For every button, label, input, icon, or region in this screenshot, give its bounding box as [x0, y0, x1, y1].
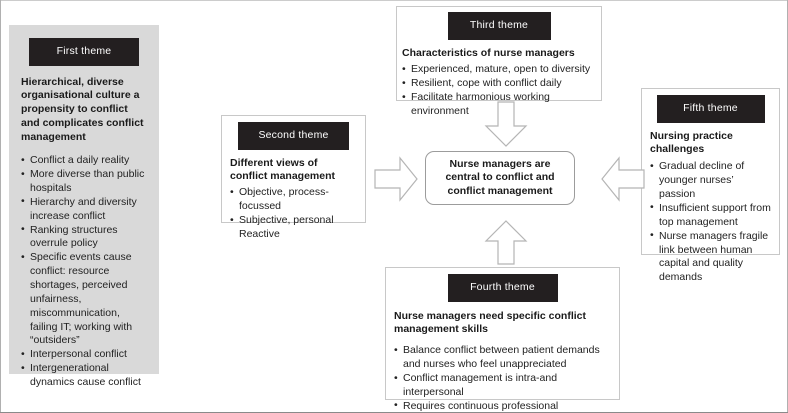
- theme-box-fourth: Fourth theme Nurse managers need specifi…: [385, 267, 620, 413]
- list-item: Conflict a daily reality: [21, 154, 147, 168]
- theme-box-first: First theme Hierarchical, diverse organi…: [9, 25, 159, 388]
- theme-bullets-second: Objective, process-focussed Subjective, …: [230, 186, 357, 241]
- list-item: Specific events cause conflict: resource…: [21, 251, 147, 348]
- theme-bullets-first: Conflict a daily reality More diverse th…: [21, 154, 147, 390]
- theme-box-fifth: Fifth theme Nursing practice challenges …: [641, 88, 780, 283]
- list-item: Subjective, personal Reactive: [230, 214, 357, 242]
- list-item: Intergenerational dynamics cause conflic…: [21, 362, 147, 390]
- list-item: Insufficient support from top management: [650, 201, 771, 230]
- list-item: Hierarchy and diversity increase conflic…: [21, 195, 147, 224]
- list-item: Balance conflict between patient demands…: [394, 344, 611, 372]
- list-item: Interpersonal conflict: [21, 348, 147, 362]
- list-item: Ranking structures overrule policy: [21, 223, 147, 252]
- theme-banner-second: Second theme: [238, 122, 349, 150]
- center-node: Nurse managers are central to conflict a…: [425, 151, 575, 205]
- theme-heading-third: Characteristics of nurse managers: [402, 46, 575, 59]
- list-item: Nurse managers fragile link between huma…: [650, 229, 771, 285]
- arrow-left-icon: [601, 155, 645, 203]
- list-item: Experienced, mature, open to diversity: [402, 63, 596, 77]
- page-border-top: [0, 0, 788, 1]
- page-border-left: [0, 0, 1, 413]
- list-item: Requires continuous professional develop…: [394, 399, 611, 413]
- arrow-up-icon: [483, 219, 529, 266]
- theme-banner-fifth: Fifth theme: [656, 95, 765, 123]
- theme-bullets-fifth: Gradual decline of younger nurses’ passi…: [650, 160, 771, 285]
- list-item: Conflict management is intra-and interpe…: [394, 372, 611, 400]
- list-item: More diverse than public hospitals: [21, 168, 147, 196]
- theme-heading-fifth: Nursing practice challenges: [650, 129, 733, 156]
- list-item: Facilitate harmonious working environmen…: [402, 91, 596, 119]
- theme-bullets-third: Experienced, mature, open to diversity R…: [402, 63, 596, 118]
- theme-banner-first: First theme: [29, 38, 139, 66]
- theme-heading-first: Hierarchical, diverse organisational cul…: [21, 75, 144, 144]
- arrow-down-icon: [483, 101, 529, 148]
- list-item: Objective, process-focussed: [230, 186, 357, 214]
- theme-banner-fourth: Fourth theme: [447, 274, 558, 302]
- arrow-right-icon: [374, 155, 418, 203]
- list-item: Resilient, cope with conflict daily: [402, 77, 596, 91]
- theme-heading-fourth: Nurse managers need specific conflict ma…: [394, 309, 586, 336]
- theme-box-second: Second theme Different views of conflict…: [221, 115, 366, 240]
- center-node-label: Nurse managers are central to conflict a…: [445, 157, 555, 197]
- theme-heading-second: Different views of conflict management: [230, 156, 336, 183]
- theme-box-third: Third theme Characteristics of nurse man…: [396, 6, 602, 117]
- list-item: Gradual decline of younger nurses’ passi…: [650, 160, 771, 202]
- theme-bullets-fourth: Balance conflict between patient demands…: [394, 344, 611, 413]
- theme-banner-third: Third theme: [447, 12, 551, 40]
